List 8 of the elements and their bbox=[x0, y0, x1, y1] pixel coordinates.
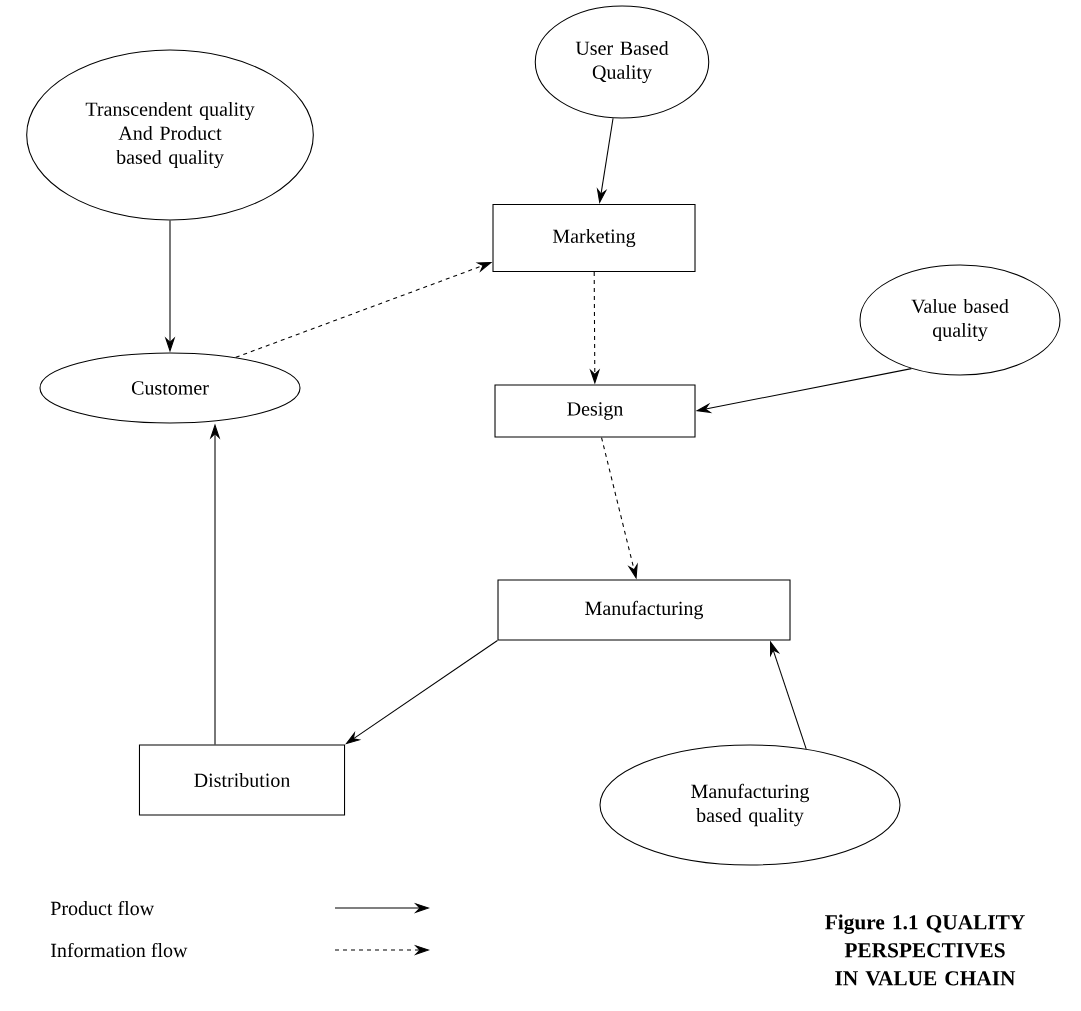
arrow bbox=[345, 640, 498, 745]
process-box: Design bbox=[494, 384, 696, 438]
process-box: Marketing bbox=[492, 204, 696, 272]
legend-label: Product flow bbox=[50, 900, 155, 916]
legend-label: Information flow bbox=[51, 942, 188, 958]
process-box: Manufacturing bbox=[497, 579, 791, 641]
process-box: Distribution bbox=[138, 744, 346, 816]
caption: Figure 1.1 QUALITY PERSPECTIVES IN VALUE CHAIN bbox=[825, 914, 1025, 986]
